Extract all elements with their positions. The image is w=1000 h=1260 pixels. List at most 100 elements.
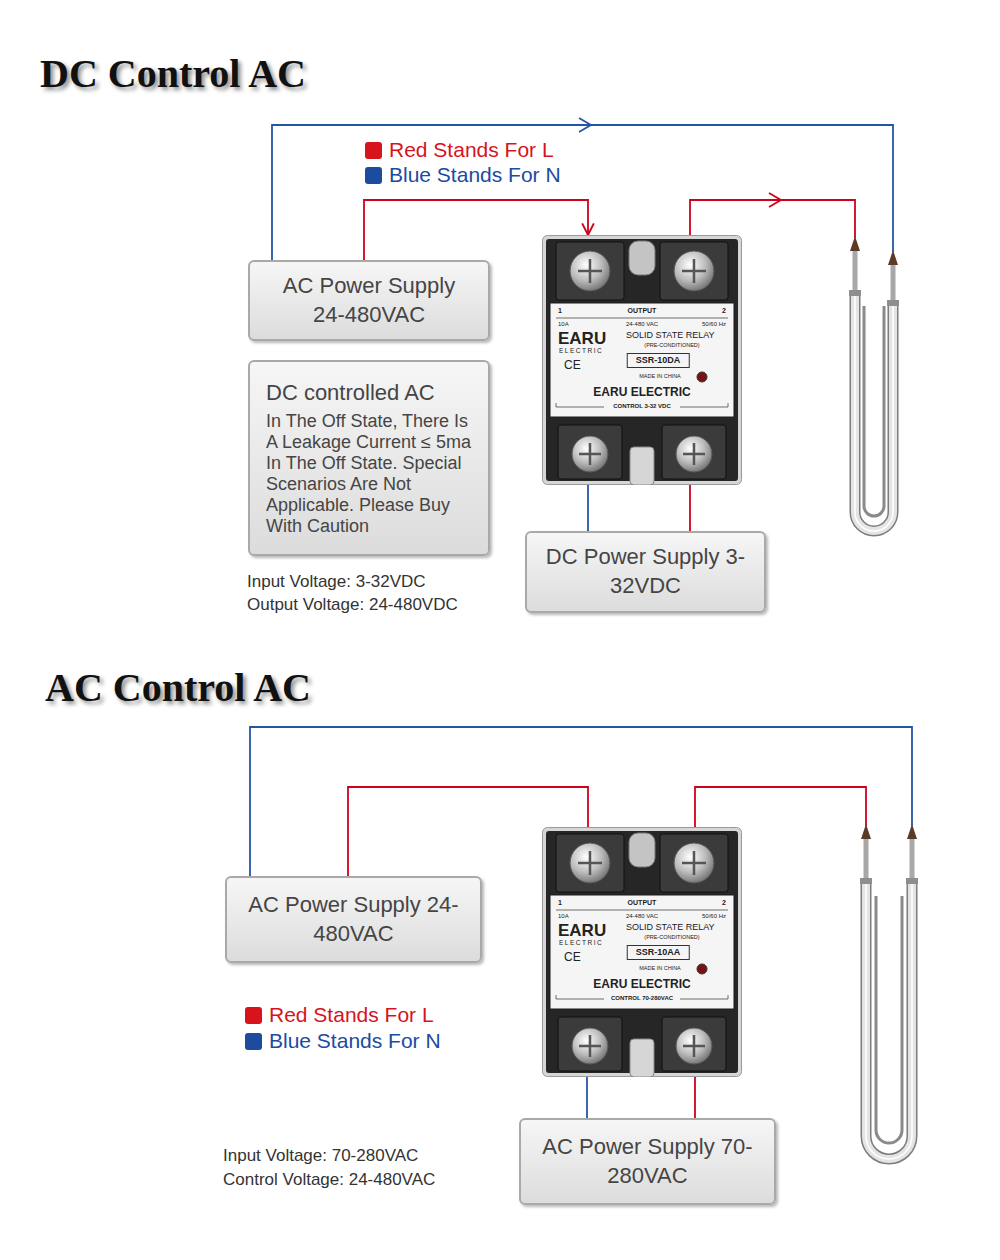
relay-marking: CONTROL 3-32 VDC bbox=[613, 403, 671, 409]
screw-slot bbox=[589, 1035, 592, 1057]
terminal-screw bbox=[570, 843, 610, 883]
status-led bbox=[697, 964, 707, 974]
relay-marking: 24-480 VAC bbox=[626, 321, 658, 327]
relay-housing bbox=[546, 239, 738, 481]
mounting-slot bbox=[629, 241, 655, 275]
flow-chevron bbox=[769, 193, 781, 207]
wire-connector bbox=[586, 1077, 588, 1118]
supply-box: AC Power Supply 24-480VAC bbox=[225, 876, 482, 963]
legend-text: Blue Stands For N bbox=[269, 1029, 441, 1053]
section-title: AC Control AC bbox=[45, 664, 311, 711]
relay-marking: OUTPUT bbox=[628, 307, 657, 314]
relay-marking: SOLID STATE RELAY bbox=[626, 331, 715, 340]
legend-entry: Red Stands For L bbox=[365, 138, 554, 162]
box-heading: AC Power Supply 24-480VAC bbox=[264, 272, 474, 329]
terminal-screw bbox=[572, 1028, 608, 1064]
relay-marking: 50/60 Hz bbox=[702, 913, 726, 919]
heater-tube bbox=[866, 880, 912, 1159]
relay-marking: CE bbox=[564, 951, 581, 963]
terminal-screw bbox=[676, 1028, 712, 1064]
relay-marking: (PRE-CONDITIONED) bbox=[644, 343, 699, 349]
solid-state-relay: OUTPUT1210A24-480 VAC50/60 HzEARUELECTRI… bbox=[542, 235, 742, 485]
heater-inner-loop bbox=[864, 306, 884, 516]
heater-inner-loop bbox=[876, 896, 902, 1143]
legend-swatch bbox=[365, 167, 382, 184]
heater-tube-outline bbox=[855, 292, 893, 531]
relay-marking: EARU ELECTRIC bbox=[593, 386, 690, 398]
terminal-screw bbox=[674, 843, 714, 883]
relay-cover bbox=[543, 828, 742, 1077]
label-panel bbox=[550, 303, 734, 417]
screw-slot bbox=[693, 1035, 696, 1057]
terminal-screw bbox=[572, 436, 608, 472]
supply-box: AC Power Supply 70-280VAC bbox=[519, 1118, 776, 1205]
output-rule bbox=[556, 910, 728, 911]
relay-marking: OUTPUT bbox=[628, 899, 657, 906]
terminal-screw bbox=[570, 251, 610, 291]
wire-connector bbox=[587, 485, 589, 531]
legend-text: Blue Stands For N bbox=[389, 163, 561, 187]
relay-marking: 1 bbox=[558, 307, 562, 314]
screw-slot bbox=[693, 259, 696, 283]
screw-slot bbox=[693, 443, 696, 465]
heater-tube bbox=[855, 292, 893, 531]
relay-cover bbox=[543, 236, 742, 485]
relay-marking: 50/60 Hz bbox=[702, 321, 726, 327]
terminal-well bbox=[558, 1017, 622, 1071]
output-rule bbox=[556, 318, 728, 319]
supply-box: DC controlled ACIn The Off State, There … bbox=[248, 360, 490, 556]
relay-marking: EARU ELECTRIC bbox=[593, 978, 690, 990]
terminal-well bbox=[660, 834, 728, 892]
relay-marking: 1 bbox=[558, 899, 562, 906]
relay-marking: SSR-10AA bbox=[627, 945, 690, 960]
box-heading: DC controlled AC bbox=[266, 379, 476, 408]
relay-marking: 10A bbox=[558, 321, 569, 327]
spec-note: Control Voltage: 24-480VAC bbox=[223, 1170, 435, 1190]
relay-marking: ELECTRIC bbox=[559, 940, 603, 947]
heater-terminal bbox=[910, 838, 915, 882]
heater-tip bbox=[861, 824, 871, 839]
heater-collar bbox=[849, 290, 861, 296]
terminal-well bbox=[662, 1017, 726, 1071]
legend-text: Red Stands For L bbox=[269, 1003, 434, 1027]
relay-marking: MADE IN CHINA bbox=[639, 966, 681, 972]
terminal-well bbox=[556, 242, 624, 300]
heater-tube-highlight bbox=[855, 292, 893, 531]
terminal-screw bbox=[676, 436, 712, 472]
legend-swatch bbox=[245, 1033, 262, 1050]
label-panel bbox=[550, 895, 734, 1009]
load-wire bbox=[695, 787, 866, 827]
screw-slot bbox=[589, 851, 592, 875]
control-rule bbox=[556, 995, 604, 999]
heater-terminal bbox=[864, 838, 869, 882]
relay-marking: CE bbox=[564, 359, 581, 371]
heater-element bbox=[849, 236, 899, 531]
spec-note: Input Voltage: 3-32VDC bbox=[247, 572, 426, 592]
heater-collar bbox=[860, 878, 872, 884]
legend-entry: Blue Stands For N bbox=[245, 1029, 441, 1053]
spec-note: Output Voltage: 24-480VDC bbox=[247, 595, 458, 615]
heater-tip bbox=[888, 250, 898, 265]
relay-marking: MADE IN CHINA bbox=[639, 374, 681, 380]
terminal-well bbox=[556, 834, 624, 892]
box-heading: DC Power Supply 3-32VDC bbox=[541, 543, 750, 600]
control-rule bbox=[680, 995, 728, 999]
control-rule bbox=[680, 403, 728, 407]
screw-slot bbox=[589, 443, 592, 465]
supply-box: AC Power Supply 24-480VAC bbox=[248, 260, 490, 341]
heater-terminal bbox=[853, 248, 858, 294]
heater-collar bbox=[906, 878, 918, 884]
heater-tube-outline bbox=[866, 880, 912, 1159]
relay-marking: ELECTRIC bbox=[559, 348, 603, 355]
heater-tip bbox=[850, 236, 860, 251]
screw-slot bbox=[693, 851, 696, 875]
base-notch bbox=[630, 447, 654, 485]
heater-collar bbox=[887, 300, 899, 306]
legend-swatch bbox=[245, 1007, 262, 1024]
terminal-well bbox=[662, 425, 726, 479]
relay-housing bbox=[546, 831, 738, 1073]
relay-marking: SOLID STATE RELAY bbox=[626, 923, 715, 932]
supply-box: DC Power Supply 3-32VDC bbox=[525, 531, 766, 613]
